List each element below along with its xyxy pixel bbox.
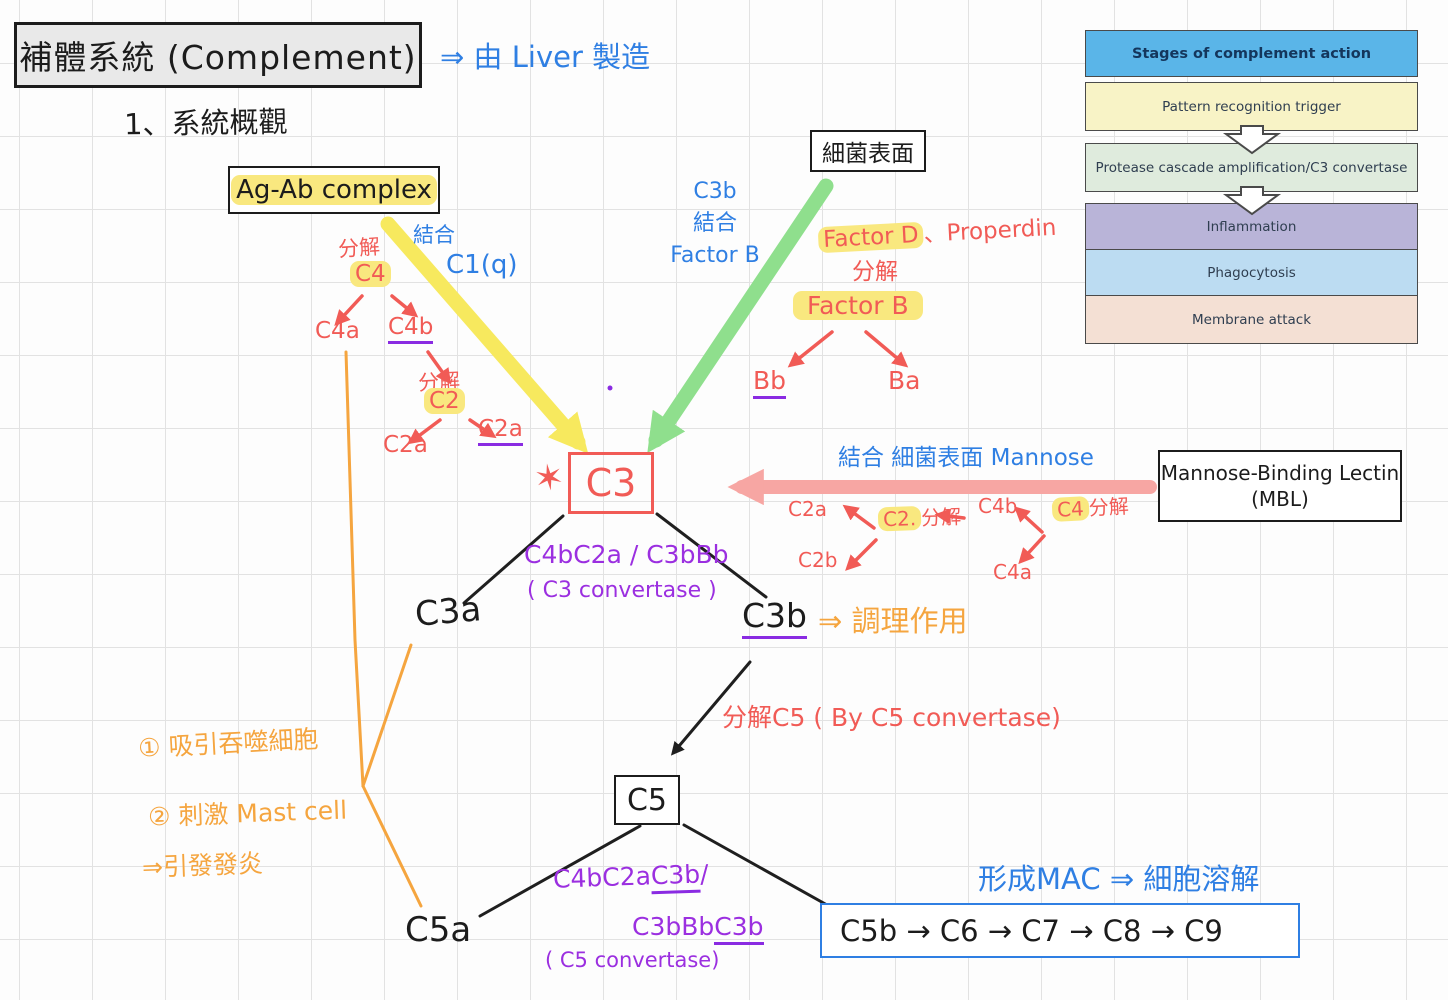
c2a-right-label: C2a [478, 416, 523, 446]
cleave-to-c4a-arrow [1018, 534, 1046, 565]
note-stimulate-mast-cell: ② 刺激 Mast cell [147, 795, 348, 832]
factor-b-label: Factor B [793, 291, 923, 320]
opsonization-note: ⇒ 調理作用 [818, 604, 968, 638]
c1q-label: C1(q) [446, 250, 518, 280]
chain-arrow-1 [842, 504, 876, 530]
c4a-label: C4a [315, 318, 360, 344]
stage-pattern-recognition: Pattern recognition trigger [1085, 82, 1418, 131]
stray-dot [607, 385, 613, 391]
chain-c2-cleave-label: C2.分解 [877, 501, 962, 533]
note-attract-phagocytes: ① 吸引吞噬細胞 [137, 724, 320, 763]
c3-convertase-line2: ( C3 convertase ) [527, 578, 717, 603]
c3a-label: C3a [413, 589, 483, 635]
section-heading: 1、系統概觀 [123, 104, 288, 142]
cleave-factorb-label: 分解 [852, 259, 898, 285]
page-title: 補體系統 (Complement) [19, 38, 417, 77]
c4-to-c4b-arrow [390, 294, 419, 318]
c5-label: C5 [626, 782, 668, 818]
c5a-note-line [361, 784, 423, 908]
cleave-c5-note: 分解C5 ( By C5 convertase) [722, 703, 1061, 732]
chain-c2a-label: C2a [788, 497, 827, 521]
ag-ab-complex-box: Ag-Ab complex [228, 166, 440, 214]
stage-inflammation: Inflammation [1085, 203, 1418, 250]
mac-cascade-label: C5b → C6 → C7 → C8 → C9 [840, 913, 1223, 948]
c4b-label: C4b [388, 314, 434, 344]
chain-c4b-label: C4b [978, 494, 1018, 518]
chain-arrow-3 [1013, 506, 1044, 534]
c2b-label: C2b [798, 548, 838, 572]
bb-label: Bb [753, 366, 787, 399]
c4-label: C4 [350, 261, 391, 287]
c3-label: C3 [585, 461, 637, 505]
c5a-label: C5a [405, 910, 472, 950]
c3-box: C3 [568, 452, 654, 514]
note-cause-inflammation: ⇒引發發炎 [141, 848, 264, 883]
mac-cascade-box: C5b → C6 → C7 → C8 → C9 [820, 903, 1300, 958]
cleave-c4-label: 分解 [337, 234, 381, 262]
factorb-to-bb-arrow [787, 330, 834, 368]
c4a-lectin-label: C4a [993, 560, 1032, 584]
title-box: 補體系統 (Complement) [14, 22, 422, 88]
c5-box: C5 [614, 775, 680, 825]
c5-convertase-line2: C3bBbC3b [632, 912, 764, 945]
mac-note: 形成MAC ⇒ 細胞溶解 [978, 862, 1260, 896]
c5-convertase-line3: ( C5 convertase) [545, 948, 720, 972]
bacteria-surface-label: 細菌表面 [822, 141, 914, 167]
stage-phagocytosis: Phagocytosis [1085, 248, 1418, 297]
c3b-label: C3b [742, 596, 807, 639]
stages-header: Stages of complement action [1085, 30, 1418, 77]
c5-convertase-line1: C4bC2aC3b/ [552, 859, 710, 895]
mbl-box: Mannose-Binding Lectin (MBL) [1158, 450, 1402, 522]
mbl-line2: (MBL) [1251, 487, 1309, 511]
c2-label: C2 [424, 388, 465, 414]
ag-ab-complex-label: Ag-Ab complex [231, 175, 437, 205]
bind-mannose-note: 結合 細菌表面 Mannose [838, 445, 1094, 471]
cleave-to-c2b-arrow [845, 538, 878, 571]
mbl-line1: Mannose-Binding Lectin [1160, 461, 1400, 485]
c4a-note-line [344, 350, 365, 788]
c2a-left-label: C2a [383, 432, 428, 458]
ba-label: Ba [888, 366, 921, 395]
factor-d-label: Factor D、Properdin [817, 208, 1057, 254]
c3b-binds-factorb-note: C3b 結合 Factor B [670, 179, 760, 268]
c3-convertase-line1: C4bC2a / C3bBb [524, 540, 729, 569]
liver-note: ⇒ 由 Liver 製造 [440, 40, 651, 74]
stage-protease-cascade: Protease cascade amplification/C3 conver… [1085, 143, 1418, 192]
stage-membrane-attack: Membrane attack [1085, 295, 1418, 344]
factorb-to-ba-arrow [864, 330, 909, 368]
bind-label-classical: 結合 [413, 223, 455, 247]
star-mark-icon: ✶ [531, 456, 567, 501]
c3a-note-line [361, 643, 413, 788]
bacteria-surface-box: 細菌表面 [810, 130, 926, 172]
